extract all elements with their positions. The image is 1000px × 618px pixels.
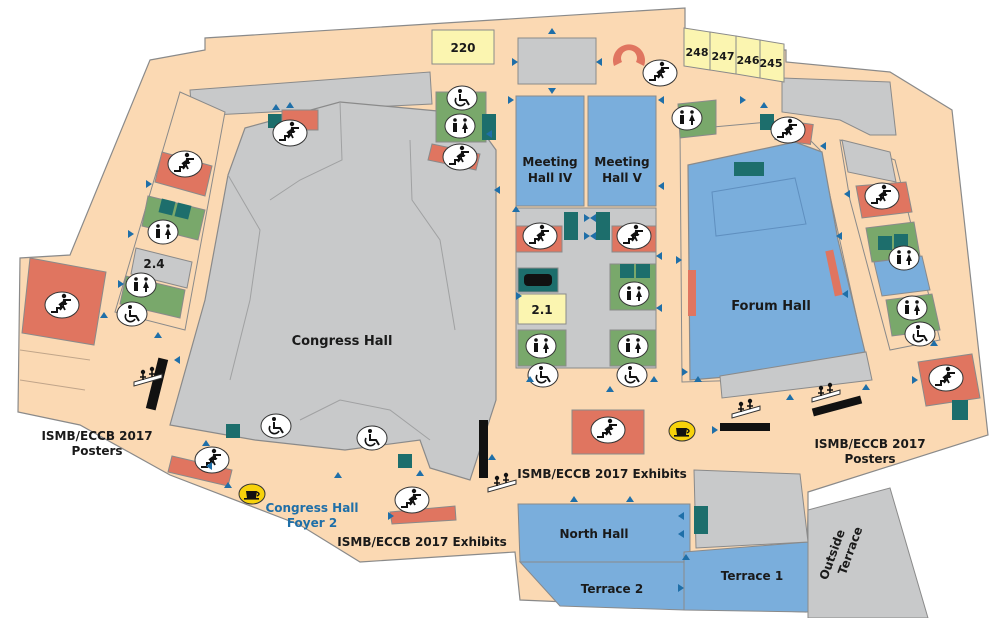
forum-side-red-right bbox=[825, 249, 843, 297]
room-245-label: 245 bbox=[760, 57, 783, 70]
foyer-label-1: Congress Hall bbox=[265, 501, 358, 515]
restroom-icon[interactable] bbox=[896, 295, 928, 321]
posters-left-label-1: ISMB/ECCB 2017 bbox=[41, 429, 152, 443]
escalator-icon[interactable] bbox=[522, 222, 558, 250]
meeting-hall-iv-label-1: Meeting bbox=[522, 155, 577, 169]
coffee-icon[interactable] bbox=[238, 483, 266, 505]
top-red-arc bbox=[612, 44, 645, 66]
congress-hall-seating-lines bbox=[227, 101, 456, 441]
room-2-4[interactable] bbox=[130, 247, 193, 289]
teal-block-forum-top bbox=[734, 162, 764, 176]
exhibits-center-label: ISMB/ECCB 2017 Exhibits bbox=[517, 467, 686, 481]
escalator-icon[interactable] bbox=[770, 116, 806, 144]
forum-hall-stage bbox=[711, 177, 807, 237]
meeting-hall-iv[interactable] bbox=[515, 95, 585, 207]
terrace-1-label: Terrace 1 bbox=[721, 569, 783, 583]
meeting-hall-v[interactable] bbox=[587, 95, 657, 207]
restroom-icon[interactable] bbox=[617, 333, 649, 359]
escalator-icon[interactable] bbox=[590, 416, 626, 444]
north-hall-label: North Hall bbox=[559, 527, 628, 541]
wheelchair-icon[interactable] bbox=[446, 85, 478, 111]
coffee-icon[interactable] bbox=[668, 420, 696, 442]
restroom-icon[interactable] bbox=[525, 333, 557, 359]
teal-block-congress-bottom-2 bbox=[398, 454, 412, 468]
desk-right-posters-1 bbox=[720, 423, 770, 431]
rooms-248-245 bbox=[683, 27, 785, 83]
teal-block-right-1 bbox=[878, 236, 892, 250]
restroom-icon[interactable] bbox=[125, 272, 157, 298]
right-gray-room bbox=[841, 139, 897, 183]
teal-block-middle-2 bbox=[596, 212, 610, 240]
room-247-label: 247 bbox=[712, 50, 735, 63]
forum-hall-label: Forum Hall bbox=[731, 299, 811, 314]
meeting-hall-iv-label-2: Hall IV bbox=[528, 171, 573, 185]
teal-block-right-2 bbox=[894, 234, 908, 248]
escalator-icon[interactable] bbox=[167, 150, 203, 178]
teal-block-top-center bbox=[482, 114, 496, 140]
escalator-icon[interactable] bbox=[642, 59, 678, 87]
desk-right-posters-2 bbox=[811, 395, 863, 417]
teal-block-north-hall bbox=[694, 506, 708, 534]
forum-side-red-left bbox=[688, 270, 696, 316]
escalator-icon[interactable] bbox=[44, 291, 80, 319]
teal-block-middle-1 bbox=[564, 212, 578, 240]
restroom-icon[interactable] bbox=[147, 219, 179, 245]
wheelchair-icon[interactable] bbox=[616, 362, 648, 388]
terrace-2-label: Terrace 2 bbox=[581, 582, 643, 596]
meeting-hall-v-label-2: Hall V bbox=[602, 171, 643, 185]
restroom-icon[interactable] bbox=[618, 281, 650, 307]
elevator-car bbox=[524, 274, 552, 286]
congress-hall-label: Congress Hall bbox=[292, 334, 393, 349]
posters-left-label-2: Posters bbox=[71, 444, 122, 458]
posters-right-label-1: ISMB/ECCB 2017 bbox=[814, 437, 925, 451]
meeting-hall-v-label-1: Meeting bbox=[594, 155, 649, 169]
wheelchair-icon[interactable] bbox=[260, 413, 292, 439]
entrance-arrows bbox=[100, 28, 938, 592]
restroom-icon[interactable] bbox=[671, 105, 703, 131]
desk-left-posters bbox=[145, 357, 169, 411]
exhibits-bottom-label: ISMB/ECCB 2017 Exhibits bbox=[337, 535, 506, 549]
top-service-strip-right bbox=[781, 77, 897, 136]
teal-block-middle-3 bbox=[620, 264, 634, 278]
wheelchair-icon[interactable] bbox=[356, 425, 388, 451]
room-220-label: 220 bbox=[450, 41, 475, 55]
room-2-1-label: 2.1 bbox=[531, 303, 552, 317]
far-left-wing-lines bbox=[19, 349, 91, 391]
teal-block-far-right bbox=[952, 400, 968, 420]
foyer-label-2: Foyer 2 bbox=[287, 516, 337, 530]
teal-block-middle-4 bbox=[636, 264, 650, 278]
forum-hall-gray-strip bbox=[719, 351, 873, 399]
bottom-right-gray-room bbox=[693, 469, 809, 549]
teal-block-forum-top-2 bbox=[760, 114, 774, 130]
restroom-icon[interactable] bbox=[444, 113, 476, 139]
escalator-icon[interactable] bbox=[272, 119, 308, 147]
escalator-icon[interactable] bbox=[928, 364, 964, 392]
room-2-4-label: 2.4 bbox=[143, 257, 164, 271]
teal-block-congress-bottom bbox=[226, 424, 240, 438]
teal-block-left-1 bbox=[158, 198, 176, 216]
wheelchair-icon[interactable] bbox=[904, 321, 936, 347]
top-center-gray-room bbox=[517, 37, 597, 85]
posters-right-label-2: Posters bbox=[844, 452, 895, 466]
teal-block-left-2 bbox=[174, 202, 192, 220]
escalator-icon[interactable] bbox=[616, 222, 652, 250]
room-246-label: 246 bbox=[737, 54, 760, 67]
room-220[interactable] bbox=[431, 29, 495, 65]
wheelchair-icon[interactable] bbox=[527, 362, 559, 388]
room-248-label: 248 bbox=[686, 46, 709, 59]
desk-center-exhibits bbox=[479, 420, 488, 478]
wheelchair-icon[interactable] bbox=[116, 301, 148, 327]
restroom-icon[interactable] bbox=[888, 245, 920, 271]
escalator-icon[interactable] bbox=[442, 143, 478, 171]
outside-terrace[interactable] bbox=[807, 487, 929, 618]
escalator-icon[interactable] bbox=[394, 486, 430, 514]
room-2-1[interactable] bbox=[517, 293, 567, 325]
escalator-icon[interactable] bbox=[864, 182, 900, 210]
